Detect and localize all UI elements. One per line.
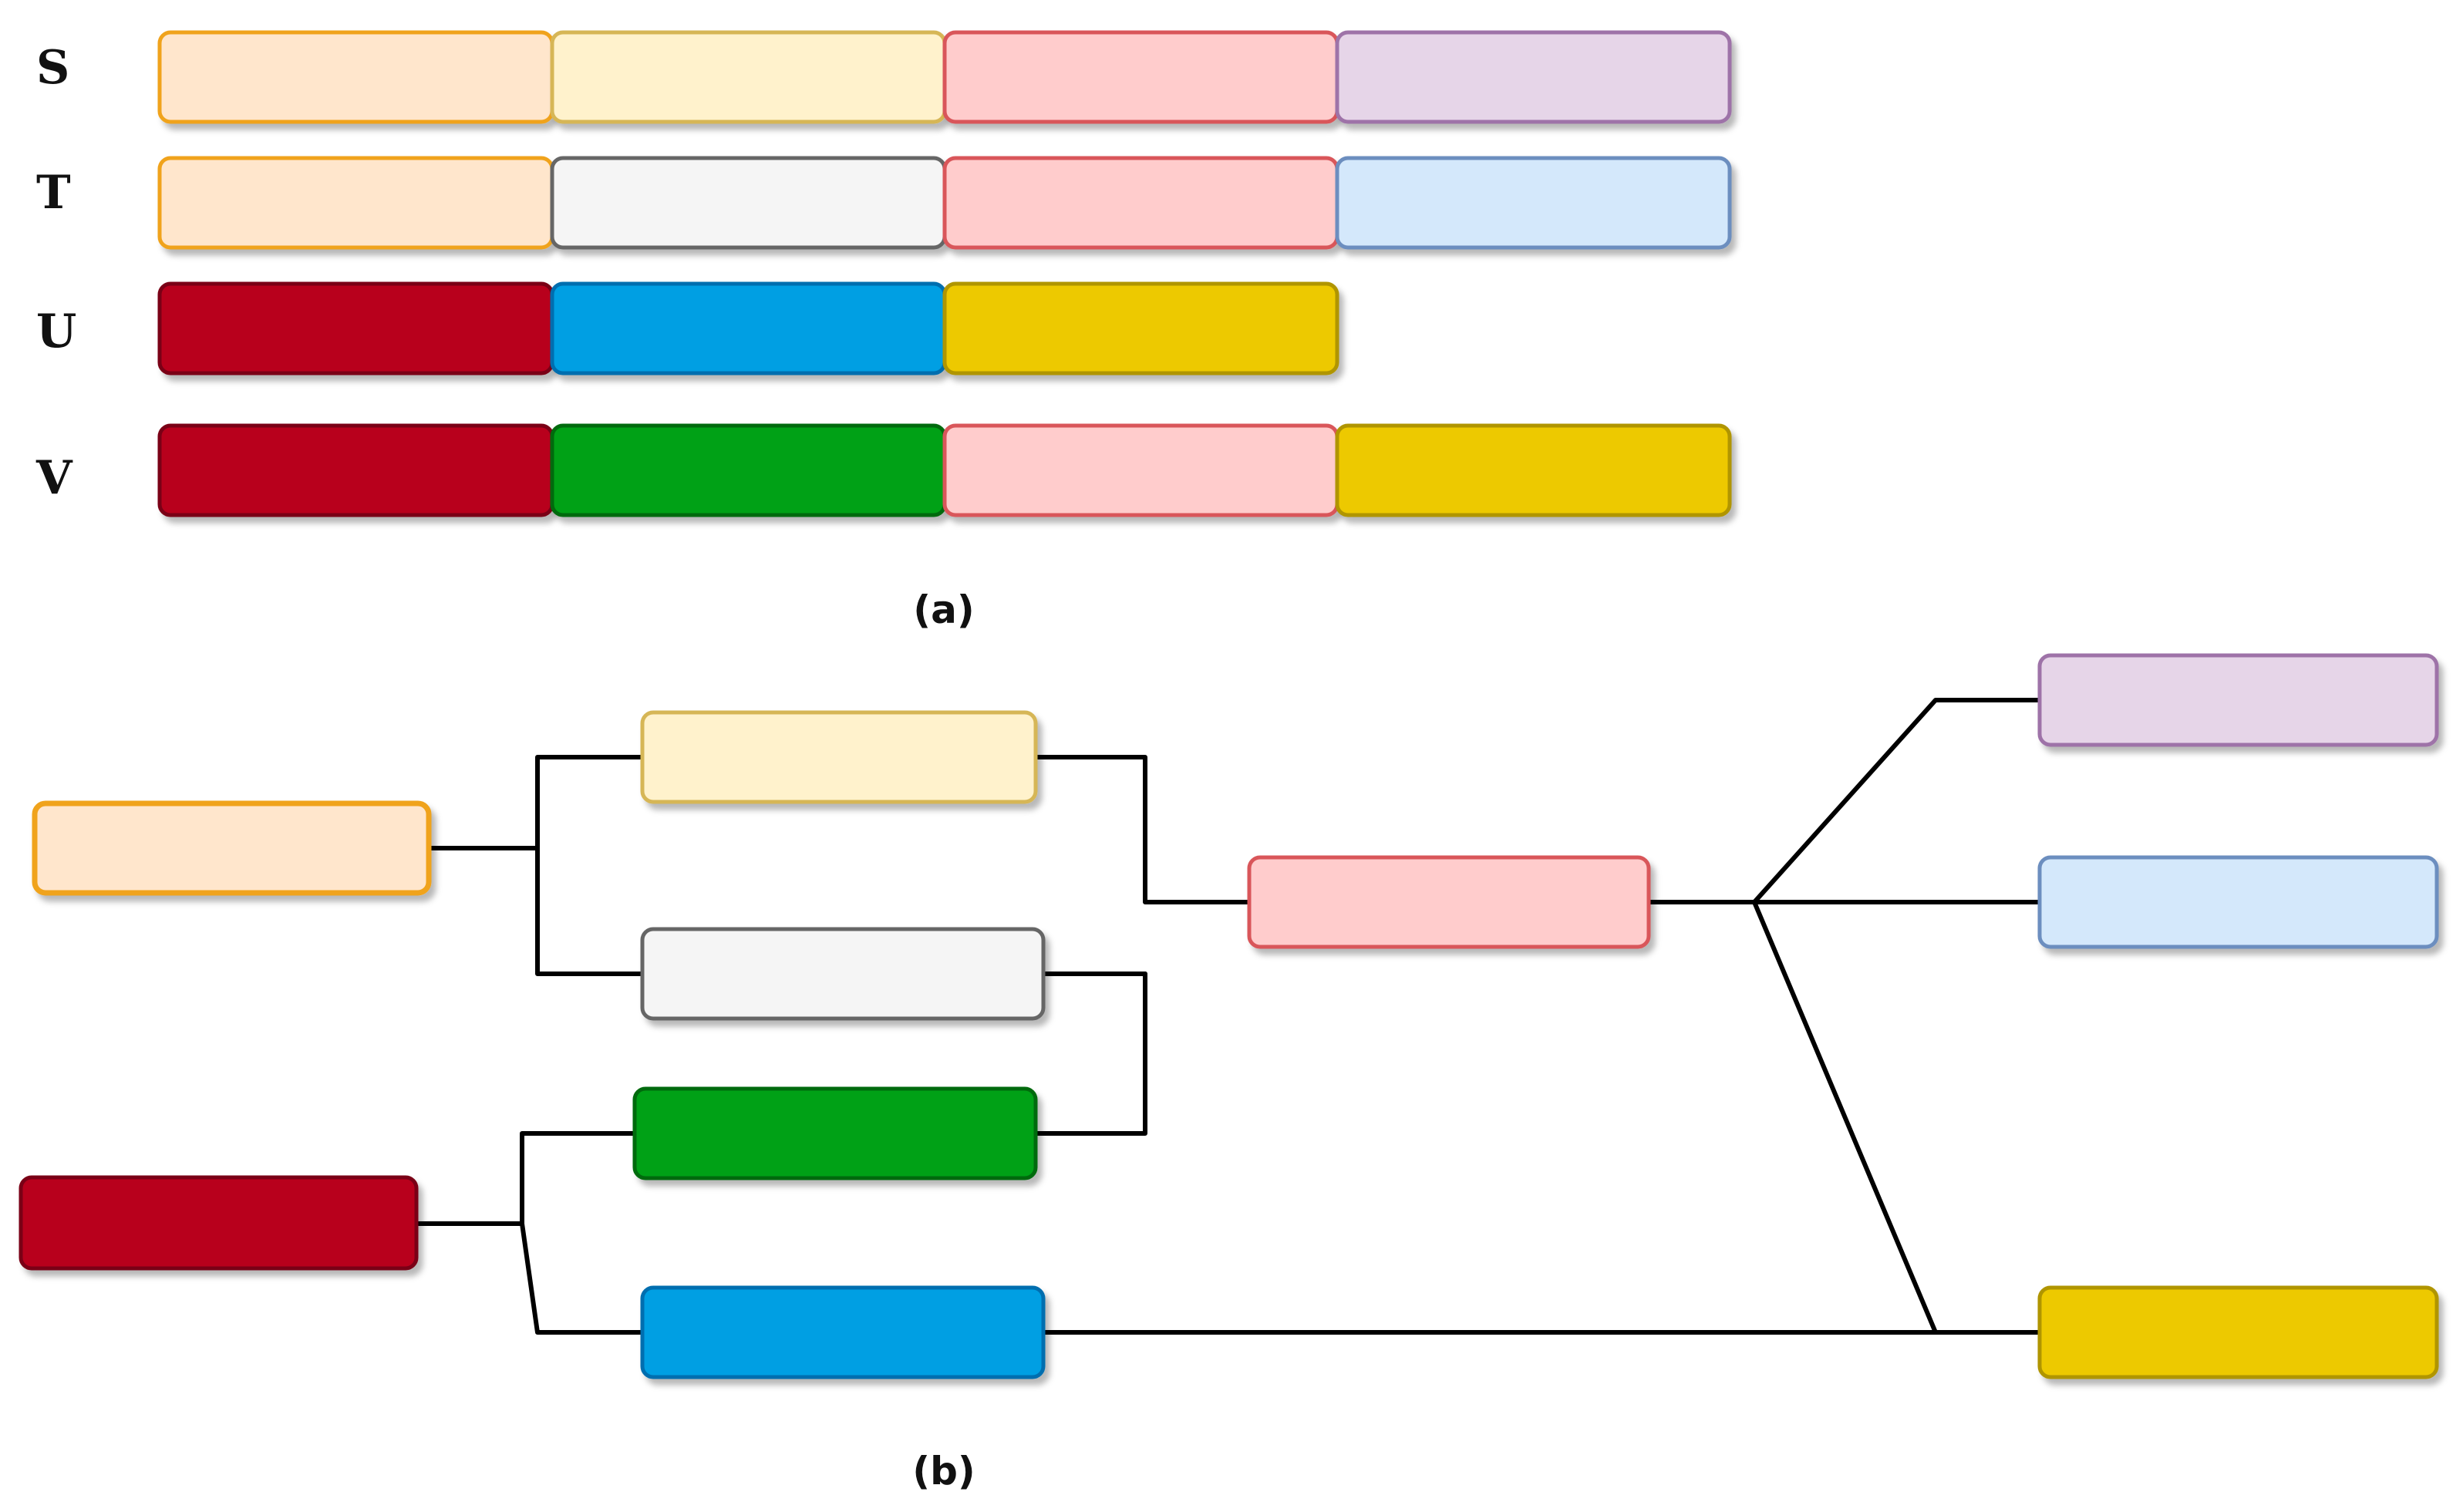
edge-peach-grey [535,846,645,976]
edge-pink-gold [1752,900,1938,1335]
row-label-v: V [35,451,73,505]
row-v-block-3-pink [942,423,1339,517]
tree-connectors [414,698,2042,1335]
tree-node-gold [2037,1285,2439,1379]
block-tree-panel: (b) [19,653,2439,1493]
row-blocks [157,30,1732,517]
tree-node-lilac [2037,653,2439,747]
row-s-block-4-lilac [1335,30,1732,124]
edge-red-blue [520,1221,645,1335]
row-u-block-3-gold [942,281,1339,375]
row-t-block-2-grey [550,156,947,250]
tree-node-blue [640,1285,1046,1379]
edge-cream-pink [1033,755,1252,904]
tree-node-grey [640,927,1046,1021]
row-label-t: T [36,166,71,220]
tree-node-cream [640,710,1038,804]
row-u-block-2-blue [550,281,947,375]
edge-green-pink [1033,972,1147,1136]
row-v-block-2-green [550,423,947,517]
row-labels: S T U V [35,41,76,505]
caption-a: (a) [913,588,974,632]
tree-node-peach [32,800,432,896]
row-label-u: U [36,305,76,359]
tree-node-red [19,1175,419,1271]
row-label-s: S [36,41,69,95]
row-s-block-3-pink [942,30,1339,124]
row-t-block-3-pink [942,156,1339,250]
row-u-block-1-red [157,281,554,375]
edge-pink-lilac [1752,698,2042,904]
row-s-block-1-peach [157,30,554,124]
row-t-block-1-peach [157,156,554,250]
tree-node-green [632,1086,1038,1180]
tree-node-sky [2037,855,2439,949]
row-s-block-2-cream [550,30,947,124]
tree-node-pink [1247,855,1651,949]
sequence-blocks-panel: S T U V (a) [35,30,1732,632]
edge-peach-cream [426,755,645,850]
row-t-block-4-sky [1335,156,1732,250]
row-v-block-1-red [157,423,554,517]
row-v-block-4-gold [1335,423,1732,517]
caption-b: (b) [912,1449,975,1493]
tree-nodes [19,653,2439,1379]
edge-red-green [414,1131,637,1226]
